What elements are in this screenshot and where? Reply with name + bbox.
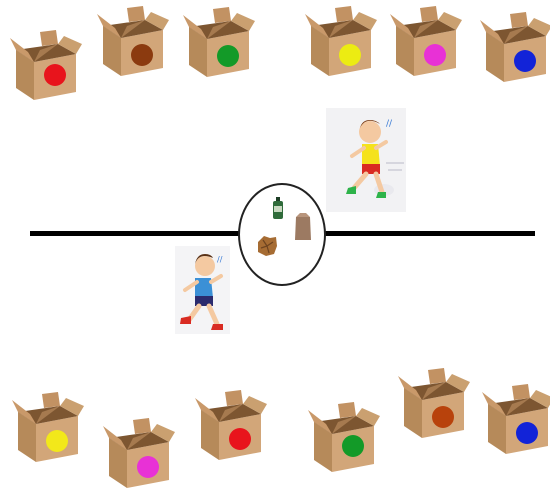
- box-top-5[interactable]: [390, 6, 462, 78]
- runner-yellow-shirt: //: [326, 108, 406, 212]
- red-dot: [44, 64, 66, 86]
- box-top-3[interactable]: [183, 7, 255, 79]
- boy-runner-yellow-shirt-icon: //: [346, 119, 404, 198]
- box-bottom-4[interactable]: [308, 402, 380, 474]
- runner-blue-shirt: //: [175, 246, 230, 334]
- box-bottom-2[interactable]: [103, 418, 175, 490]
- green-dot: [217, 45, 239, 67]
- bag-body: [295, 217, 311, 240]
- blue-dot: [514, 50, 536, 72]
- green-bottle-icon[interactable]: [272, 197, 284, 219]
- box-bottom-5[interactable]: [398, 368, 470, 440]
- blue-dot: [516, 422, 538, 444]
- red-dot: [229, 428, 251, 450]
- yellow-dot: [339, 44, 361, 66]
- box-bottom-6[interactable]: [482, 384, 550, 456]
- magenta-dot: [424, 44, 446, 66]
- yellow-dot: [46, 430, 68, 452]
- crumpled-paper-icon[interactable]: [255, 234, 279, 258]
- box-top-6[interactable]: [480, 12, 550, 84]
- box-bottom-1[interactable]: [12, 392, 84, 464]
- box-top-2[interactable]: [97, 6, 169, 78]
- brown-dot: [131, 44, 153, 66]
- svg-text://: //: [386, 119, 393, 129]
- brown-dot: [432, 406, 454, 428]
- green-dot: [342, 435, 364, 457]
- box-top-1[interactable]: [10, 30, 82, 102]
- box-bottom-3[interactable]: [195, 390, 267, 462]
- boy-runner-blue-shirt-icon: //: [180, 254, 223, 330]
- svg-text://: //: [217, 255, 223, 264]
- box-top-4[interactable]: [305, 6, 377, 78]
- brown-bag-icon[interactable]: [294, 213, 312, 241]
- collection-circle[interactable]: [238, 183, 326, 286]
- magenta-dot: [137, 456, 159, 478]
